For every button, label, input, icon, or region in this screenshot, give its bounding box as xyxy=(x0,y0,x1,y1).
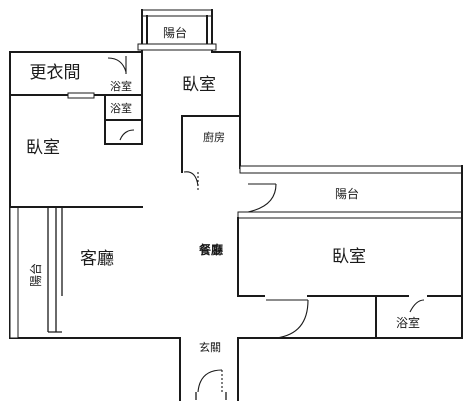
room-label-bath-upper: 浴室 xyxy=(110,79,132,93)
room-label-bedroom-top: 臥室 xyxy=(182,75,216,95)
right-bedroom-door-swing xyxy=(266,299,309,339)
room-label-bedroom-right: 臥室 xyxy=(332,247,366,267)
entrance-jambs xyxy=(195,392,227,400)
right-balcony-bottom-rail xyxy=(237,211,463,219)
closet-door-swing xyxy=(107,56,127,74)
closet-door-frame xyxy=(67,92,95,99)
top-balcony-walls xyxy=(141,9,213,51)
room-label-balcony-top: 陽台 xyxy=(163,25,187,40)
room-labels: 陽台 更衣間 浴室 浴室 臥室 臥室 廚房 陽台 客廳 餐廳 陽台 臥室 浴室 … xyxy=(26,25,420,354)
doors xyxy=(107,56,425,393)
entrance-door-swing xyxy=(197,369,223,393)
walls xyxy=(9,9,463,401)
room-label-entrance: 玄關 xyxy=(199,340,221,354)
top-balcony-frame xyxy=(141,9,213,17)
room-label-living-room: 客廳 xyxy=(80,249,114,269)
room-label-bedroom-left: 臥室 xyxy=(26,138,60,158)
room-label-balcony-left: 陽台 xyxy=(28,263,43,287)
right-bath-door-swing xyxy=(409,299,425,313)
entrance-walls xyxy=(179,337,239,401)
top-balcony-rail xyxy=(137,43,217,51)
kitchen-door-swing xyxy=(183,171,199,187)
room-label-bath-right: 浴室 xyxy=(396,315,420,330)
bath-door-swing xyxy=(119,129,135,141)
left-balcony-rail xyxy=(9,206,19,339)
bath-walls xyxy=(104,51,143,145)
room-label-kitchen: 廚房 xyxy=(203,130,225,144)
room-label-walk-in-closet: 更衣間 xyxy=(30,63,81,83)
room-label-balcony-right: 陽台 xyxy=(335,186,359,201)
left-balcony-window xyxy=(47,206,63,333)
bedroom-top-right-wall xyxy=(181,51,241,173)
right-balcony-top-rail xyxy=(239,165,463,174)
room-label-dining-room: 餐廳 xyxy=(199,242,223,257)
room-label-bath-lower: 浴室 xyxy=(110,101,132,115)
balcony-door-swing xyxy=(247,183,277,213)
